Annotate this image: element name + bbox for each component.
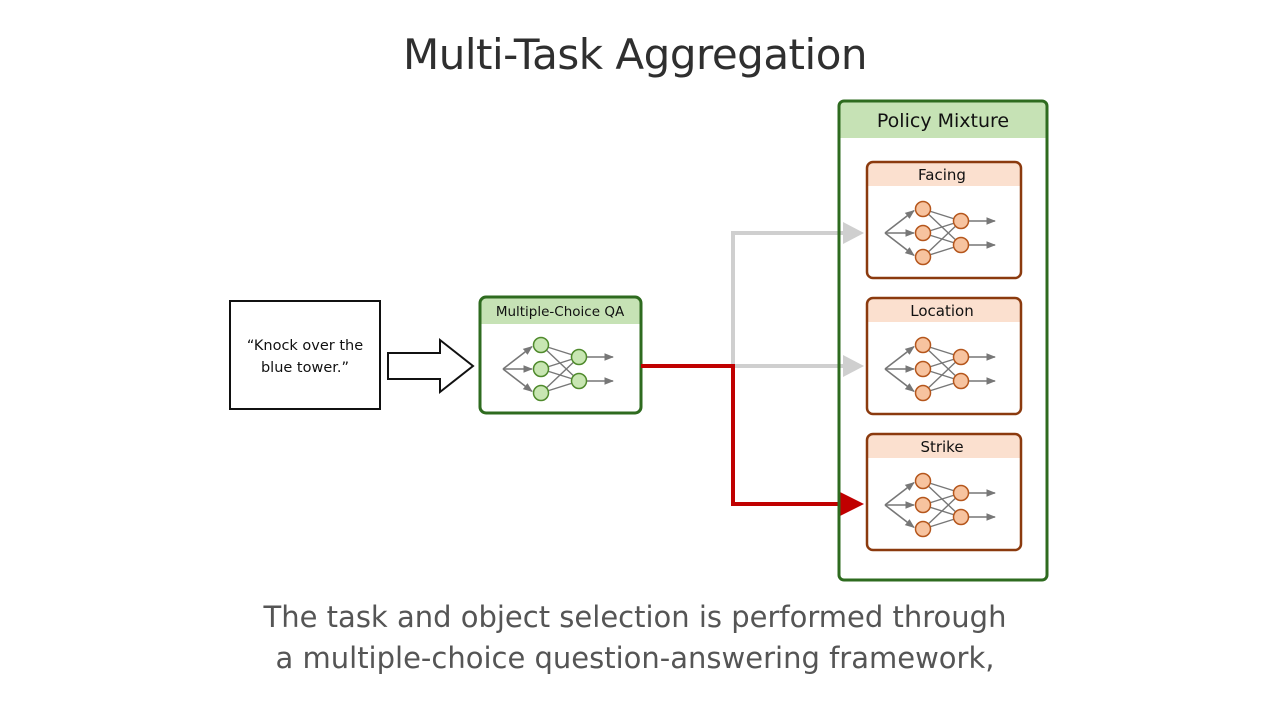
policy-strike-network-icon — [884, 472, 996, 538]
policy-strike-header — [868, 435, 1021, 458]
network-edge — [884, 345, 915, 370]
caption-line-2: a multiple-choice question-answering fra… — [275, 641, 995, 675]
connector-strike-arrowhead — [840, 492, 864, 516]
policy-location-label: Location — [910, 302, 973, 320]
qa-module-header — [481, 298, 641, 324]
network-edge — [922, 356, 962, 394]
caption-line-1: The task and object selection is perform… — [263, 600, 1007, 634]
policy-mixture-header — [840, 102, 1047, 138]
policy-facing-frame — [865, 160, 1023, 280]
network-node — [952, 348, 970, 366]
network-node — [952, 508, 970, 526]
network-node — [914, 336, 932, 354]
qa-network-icon — [502, 336, 614, 402]
network-node — [952, 212, 970, 230]
connectors — [641, 222, 864, 516]
policy-location: Location — [865, 296, 1023, 416]
network-node — [914, 472, 932, 490]
connector-facing-arrowhead — [843, 222, 864, 244]
policy-strike: Strike — [865, 432, 1023, 552]
network-edge — [540, 356, 580, 394]
input-arrow — [387, 337, 475, 395]
policy-facing-header — [868, 163, 1021, 186]
network-node — [914, 200, 932, 218]
network-edge — [922, 492, 962, 530]
policy-location-header — [868, 299, 1021, 322]
slide-title: Multi-Task Aggregation — [402, 30, 868, 79]
network-edge — [884, 481, 915, 506]
network-node — [952, 372, 970, 390]
policy-mixture-label: Policy Mixture — [877, 110, 1009, 132]
network-node — [952, 236, 970, 254]
network-edge — [884, 368, 915, 393]
policy-location-frame — [865, 296, 1023, 416]
network-node — [914, 224, 932, 242]
policy-strike-label: Strike — [920, 438, 963, 456]
policy-facing-label: Facing — [918, 166, 966, 184]
connector-to-facing — [731, 231, 845, 366]
network-node — [914, 360, 932, 378]
qa-module-label: Multiple-Choice QA — [496, 304, 625, 320]
policy-facing: Facing — [865, 160, 1023, 280]
network-node — [914, 248, 932, 266]
policy-facing-network-icon — [884, 200, 996, 266]
network-edge — [502, 345, 533, 370]
connector-location-arrowhead — [843, 355, 864, 377]
network-node — [532, 360, 550, 378]
network-node — [914, 384, 932, 402]
network-node — [914, 496, 932, 514]
instruction-line-1: “Knock over the — [247, 338, 363, 354]
qa-module: Multiple-Choice QA — [478, 295, 643, 415]
policy-mixture: Policy Mixture — [837, 99, 1049, 582]
policy-mixture-frame — [837, 99, 1049, 582]
network-edge — [884, 209, 915, 234]
network-edge — [884, 232, 915, 257]
network-node — [914, 520, 932, 538]
policy-strike-frame — [865, 432, 1023, 552]
policy-location-network-icon — [884, 336, 996, 402]
qa-module-frame — [478, 295, 643, 415]
instruction-box: “Knock over the blue tower.” — [229, 300, 381, 410]
connector-to-strike — [641, 364, 843, 506]
network-edge — [502, 368, 533, 393]
instruction-box-frame — [229, 300, 381, 410]
instruction-line-2: blue tower.” — [261, 360, 349, 376]
network-node — [952, 484, 970, 502]
network-edge — [922, 220, 962, 258]
network-node — [570, 348, 588, 366]
network-node — [532, 336, 550, 354]
network-node — [570, 372, 588, 390]
network-edge — [884, 504, 915, 529]
network-node — [532, 384, 550, 402]
